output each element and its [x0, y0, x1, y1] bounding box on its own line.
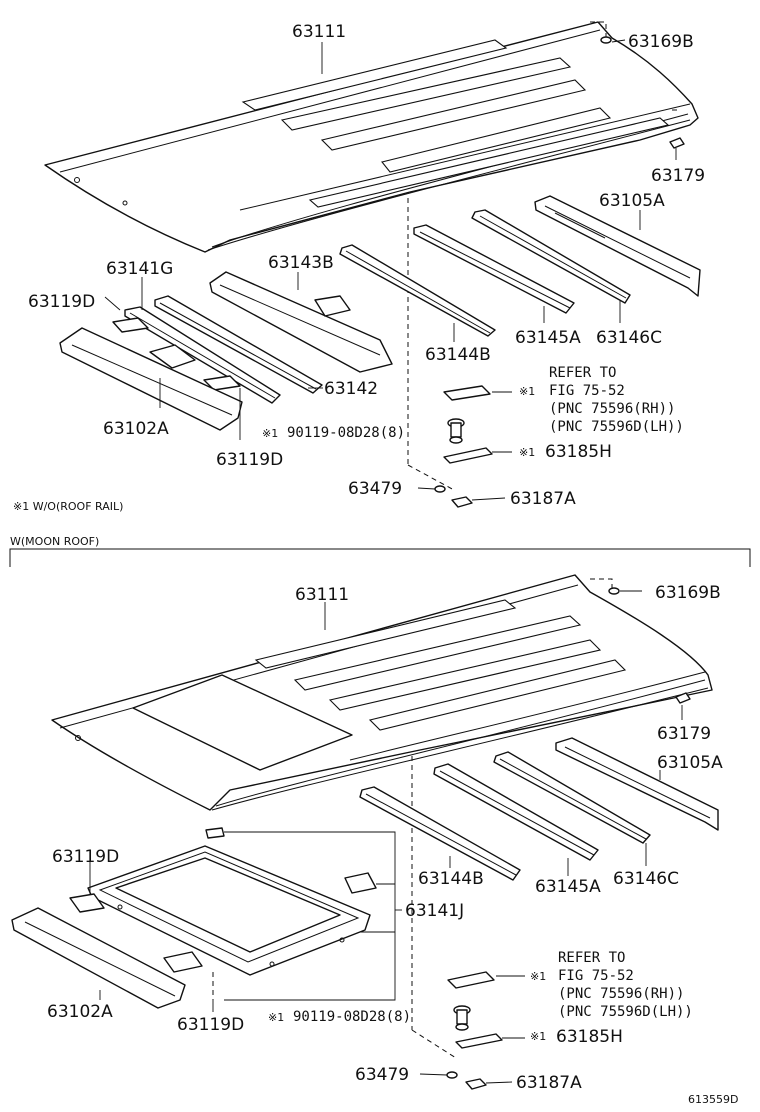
- leader-lines: [89, 590, 683, 1084]
- label-90119: 90119-08D28(8): [293, 1009, 411, 1025]
- label-63145a: 63145A: [535, 877, 601, 897]
- mark-63185h: ※1: [519, 446, 535, 459]
- bow-63146c[interactable]: [493, 751, 651, 844]
- label-63185h: 63185H: [545, 442, 612, 462]
- mark-refer: ※1: [530, 970, 546, 983]
- label-63119d-left: 63119D: [52, 847, 119, 867]
- bow-63144b[interactable]: [359, 786, 521, 881]
- guide-line: [407, 464, 455, 491]
- refer-line-3: (PNC 75596(RH)): [549, 401, 675, 417]
- label-63141g: 63141G: [106, 259, 173, 279]
- label-63105a: 63105A: [599, 191, 665, 211]
- header-63102a[interactable]: [59, 327, 243, 431]
- label-63111: 63111: [292, 22, 346, 42]
- label-63105a: 63105A: [657, 753, 723, 773]
- grommet-63479[interactable]: [434, 485, 446, 493]
- label-63111: 63111: [295, 585, 349, 605]
- bow-63105a[interactable]: [555, 737, 719, 831]
- bow-63143b[interactable]: [209, 271, 393, 373]
- section-moon-roof: 63111 63169B 63179 63105A 63119D 63144B …: [11, 574, 723, 1093]
- clip-63185h[interactable]: [443, 447, 493, 464]
- label-63479: 63479: [348, 479, 402, 499]
- clip-63185h[interactable]: [455, 1033, 503, 1049]
- label-63185h: 63185H: [556, 1027, 623, 1047]
- label-63102a: 63102A: [103, 419, 169, 439]
- section-divider: [9, 548, 751, 567]
- frame-63141j[interactable]: [87, 827, 377, 976]
- label-63144b: 63144B: [418, 869, 484, 889]
- label-63479: 63479: [355, 1065, 409, 1085]
- bracket-63179[interactable]: [669, 137, 685, 149]
- header-63102a[interactable]: [11, 907, 186, 1009]
- figure-id: 613559D: [688, 1093, 738, 1106]
- guide-line: [411, 1029, 457, 1059]
- refer-line-2: FIG 75-52: [549, 383, 625, 399]
- section-standard-roof: 63111 63169B 63179 63105A 63141G 63143B …: [13, 21, 705, 513]
- clip-63169b[interactable]: [600, 36, 612, 44]
- mark-bolt: ※1: [268, 1011, 284, 1024]
- label-63144b: 63144B: [425, 345, 491, 365]
- bow-63105a[interactable]: [534, 195, 701, 297]
- mark-bolt: ※1: [262, 427, 278, 440]
- clip-63187a[interactable]: [465, 1078, 487, 1090]
- refer-line-4: (PNC 75596D(LH)): [558, 1004, 693, 1020]
- refer-part[interactable]: [443, 385, 491, 401]
- bow-63142[interactable]: [154, 295, 323, 394]
- refer-line-2: FIG 75-52: [558, 968, 634, 984]
- bow-63141g[interactable]: [124, 306, 281, 404]
- bow-63145a[interactable]: [413, 224, 575, 314]
- pad-63119d-left[interactable]: [112, 317, 149, 333]
- label-63119d-left: 63119D: [28, 292, 95, 312]
- label-63179: 63179: [657, 724, 711, 744]
- label-63141j: 63141J: [405, 901, 464, 921]
- label-63145a: 63145A: [515, 328, 581, 348]
- pad-63119d-left[interactable]: [69, 893, 105, 913]
- refer-line-1: REFER TO: [549, 365, 616, 381]
- label-63143b: 63143B: [268, 253, 334, 273]
- bow-63144b[interactable]: [339, 244, 496, 337]
- bow-63145a[interactable]: [433, 763, 599, 861]
- mark-63185h: ※1: [530, 1030, 546, 1043]
- clip-63169b[interactable]: [608, 587, 620, 595]
- refer-part[interactable]: [447, 971, 495, 989]
- pad-63119d-right[interactable]: [203, 375, 241, 391]
- clip-63187a[interactable]: [451, 496, 473, 508]
- pad-63119d-bottom[interactable]: [163, 951, 203, 973]
- roof-panel-moonroof[interactable]: [51, 574, 713, 811]
- label-63187a: 63187A: [510, 489, 576, 509]
- grommet-63479[interactable]: [446, 1071, 458, 1079]
- label-63119d-right: 63119D: [216, 450, 283, 470]
- refer-line-4: (PNC 75596D(LH)): [549, 419, 684, 435]
- label-63146c: 63146C: [613, 869, 679, 889]
- bolt-90119[interactable]: [447, 418, 465, 444]
- label-63102a: 63102A: [47, 1002, 113, 1022]
- label-63142: 63142: [324, 379, 378, 399]
- label-63146c: 63146C: [596, 328, 662, 348]
- leader-lines: [104, 39, 677, 501]
- label-63119d-bottom: 63119D: [177, 1015, 244, 1035]
- label-63169b: 63169B: [655, 583, 721, 603]
- bow-63146c[interactable]: [471, 209, 631, 304]
- label-63187a: 63187A: [516, 1073, 582, 1093]
- mark-refer: ※1: [519, 385, 535, 398]
- bracket-63179[interactable]: [675, 692, 691, 704]
- label-63179: 63179: [651, 166, 705, 186]
- label-63169b: 63169B: [628, 32, 694, 52]
- roof-panel[interactable]: [44, 21, 699, 253]
- bolt-90119[interactable]: [453, 1005, 471, 1031]
- label-90119: 90119-08D28(8): [287, 425, 405, 441]
- refer-line-3: (PNC 75596(RH)): [558, 986, 684, 1002]
- guide-line: [590, 578, 613, 588]
- refer-line-1: REFER TO: [558, 950, 625, 966]
- footnote: ※1 W/O(ROOF RAIL): [13, 500, 123, 513]
- section-heading: W(MOON ROOF): [10, 535, 99, 548]
